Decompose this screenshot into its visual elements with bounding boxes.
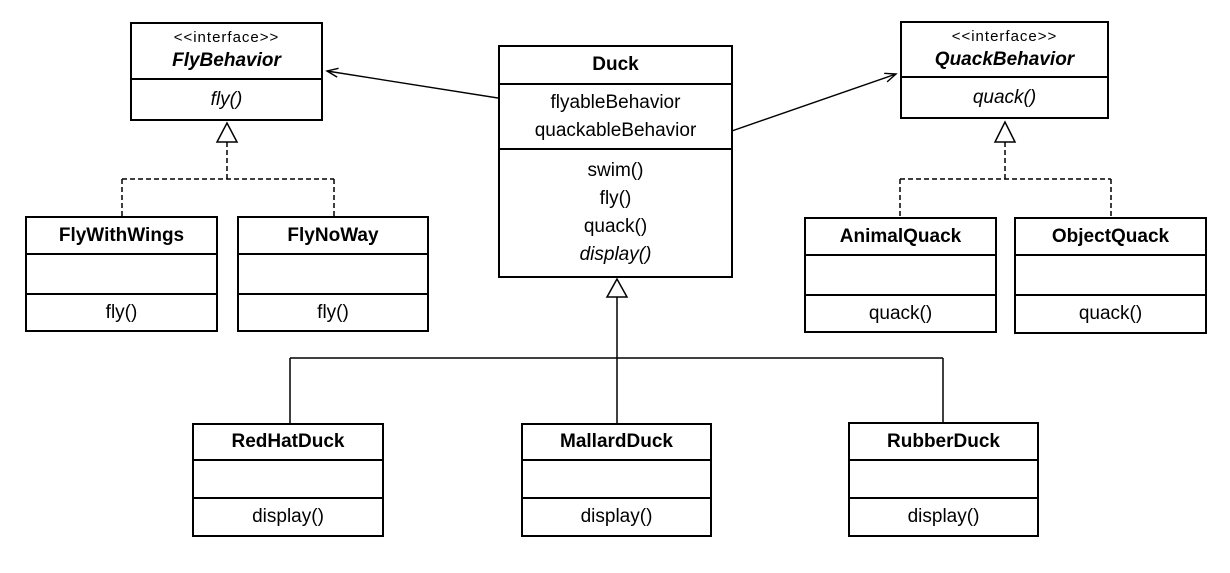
class-name: AnimalQuack (839, 225, 962, 247)
methods-compartment: swim() fly() quack() display() (500, 148, 731, 276)
methods-compartment: display() (850, 497, 1037, 535)
title-compartment: AnimalQuack (806, 219, 995, 254)
attribute-label: quackableBehavior (534, 119, 697, 141)
class-name: ObjectQuack (1051, 225, 1170, 247)
attributes-compartment (806, 254, 995, 294)
class-box-mallardduck: MallardDuck display() (521, 423, 712, 537)
class-box-flywithwings: FlyWithWings fly() (25, 216, 218, 332)
stereotype-label: <<interface>> (173, 29, 280, 46)
class-box-flynoway: FlyNoWay fly() (237, 216, 429, 332)
realization-line-quack-impls (899, 142, 1112, 217)
methods-compartment: fly() (132, 78, 321, 119)
attributes-compartment (1016, 254, 1205, 294)
title-compartment: FlyNoWay (239, 218, 427, 253)
title-compartment: RubberDuck (850, 424, 1037, 459)
method-label: swim() (587, 160, 644, 181)
method-label: quack() (868, 302, 933, 324)
attributes-compartment (27, 253, 216, 293)
class-name: QuackBehavior (934, 48, 1075, 70)
methods-compartment: display() (194, 497, 382, 535)
class-box-redhatduck: RedHatDuck display() (192, 423, 384, 537)
method-label: display() (252, 506, 324, 527)
abstract-method-label: display() (579, 244, 652, 265)
method-label: display() (907, 506, 980, 527)
class-box-rubberduck: RubberDuck display() (848, 422, 1039, 537)
method-label: quack() (972, 86, 1037, 108)
association-duck-flybehavior (327, 71, 518, 102)
inheritance-line-duck-subclasses (289, 297, 944, 423)
methods-compartment: display() (523, 497, 710, 535)
title-compartment: RedHatDuck (194, 425, 382, 459)
class-name: FlyBehavior (172, 50, 281, 71)
method-label: fly() (599, 188, 632, 209)
method-label: quack() (1078, 303, 1143, 324)
attributes-compartment: flyableBehavior quackableBehavior (500, 83, 731, 148)
class-name: RubberDuck (887, 430, 1000, 452)
methods-compartment: quack() (902, 76, 1107, 117)
method-label: fly() (317, 301, 349, 323)
inheritance-arrowhead-duck (605, 277, 629, 298)
title-compartment: ObjectQuack (1016, 219, 1205, 254)
attributes-compartment (239, 253, 427, 293)
method-label: fly() (210, 88, 243, 110)
realization-line-flywithwings (121, 142, 335, 216)
class-name: FlyNoWay (287, 224, 379, 246)
realization-arrowhead-flybehavior (215, 121, 239, 143)
attributes-compartment (194, 459, 382, 497)
title-compartment: <<interface>> FlyBehavior (132, 24, 321, 78)
title-compartment: FlyWithWings (27, 218, 216, 253)
class-box-animalquack: AnimalQuack quack() (804, 217, 997, 333)
title-compartment: Duck (500, 47, 731, 83)
class-box-quackbehavior: <<interface>> QuackBehavior quack() (900, 21, 1109, 119)
methods-compartment: quack() (1016, 294, 1205, 332)
method-label: fly() (105, 301, 138, 323)
realization-arrowhead-quackbehavior (993, 120, 1017, 143)
class-box-flybehavior: <<interface>> FlyBehavior fly() (130, 22, 323, 121)
stereotype-label: <<interface>> (951, 27, 1058, 45)
method-label: quack() (583, 216, 648, 237)
methods-compartment: quack() (806, 294, 995, 331)
title-compartment: <<interface>> QuackBehavior (902, 23, 1107, 76)
method-label: display() (580, 506, 653, 527)
class-name: RedHatDuck (231, 431, 345, 452)
attribute-label: flyableBehavior (550, 91, 681, 113)
title-compartment: MallardDuck (523, 425, 710, 459)
attributes-compartment (523, 459, 710, 497)
class-box-duck: Duck flyableBehavior quackableBehavior s… (498, 45, 733, 278)
attributes-compartment (850, 459, 1037, 497)
class-name: FlyWithWings (58, 224, 185, 246)
association-duck-quackbehavior (725, 74, 896, 134)
class-box-objectquack: ObjectQuack quack() (1014, 217, 1207, 334)
methods-compartment: fly() (27, 293, 216, 330)
methods-compartment: fly() (239, 293, 427, 330)
class-name: MallardDuck (560, 431, 673, 452)
class-name: Duck (592, 54, 639, 75)
